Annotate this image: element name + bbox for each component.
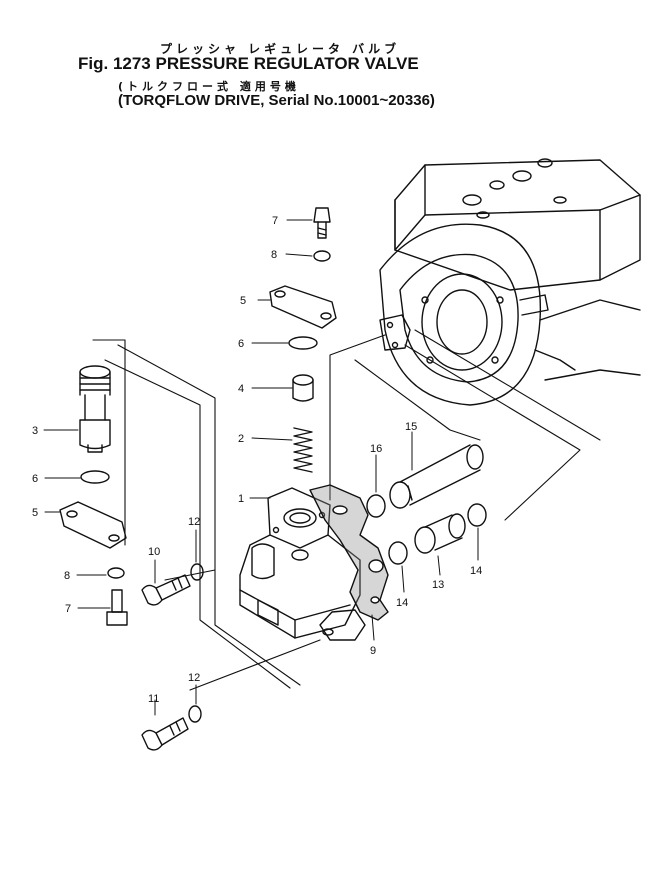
subtitle-kana: (トルクフロー式 適用号機 — [118, 80, 300, 93]
callout-leaders — [43, 219, 479, 716]
spring-2 — [293, 427, 313, 473]
callout-9: 9 — [370, 645, 376, 657]
cover-5-top — [269, 285, 337, 329]
callout-10: 10 — [148, 546, 160, 558]
callout-8-top: 8 — [271, 249, 277, 261]
bolt-7-top — [313, 207, 331, 239]
callout-7-left: 7 — [65, 603, 71, 615]
callout-11: 11 — [148, 693, 159, 705]
callout-3: 3 — [32, 425, 38, 437]
transmission-housing — [379, 158, 641, 406]
figure-title: Fig. 1273 PRESSURE REGULATOR VALVE — [78, 54, 419, 73]
pipe-15 — [389, 444, 484, 509]
washer-12-lower — [188, 705, 202, 723]
valve-body-1 — [239, 487, 366, 641]
bolt-10 — [141, 574, 191, 606]
callout-12-lower: 12 — [188, 672, 200, 684]
callout-numbers: 7 8 5 6 4 2 1 3 6 5 8 7 10 12 12 11 16 1… — [32, 215, 482, 705]
washer-8-top — [313, 250, 331, 262]
bolt-7-left — [106, 589, 128, 626]
cover-5-left — [59, 501, 127, 549]
o-ring-14-left — [388, 541, 408, 565]
callout-2: 2 — [238, 433, 244, 445]
callout-14-right: 14 — [470, 565, 482, 577]
callout-5-top: 5 — [240, 295, 246, 307]
washer-12-upper — [190, 563, 204, 581]
callout-8-left: 8 — [64, 570, 70, 582]
callout-1: 1 — [238, 493, 244, 505]
callout-12-upper: 12 — [188, 516, 200, 528]
callout-5-left: 5 — [32, 507, 38, 519]
bolt-11 — [141, 717, 189, 751]
valve-plug-3 — [79, 365, 111, 453]
callout-6-top: 6 — [238, 338, 244, 350]
o-ring-14-right — [467, 503, 487, 527]
o-ring-6-left — [80, 470, 110, 484]
o-ring-16 — [366, 494, 386, 518]
o-ring-6-top — [288, 336, 318, 350]
gasket-9 — [309, 484, 389, 621]
callout-6-left: 6 — [32, 473, 38, 485]
pipe-13 — [414, 513, 466, 554]
callout-14-left: 14 — [396, 597, 408, 609]
leader-lines — [92, 329, 601, 691]
callout-15: 15 — [405, 421, 417, 433]
washer-8-left — [107, 567, 125, 579]
title-kana: プレッシャ レギュレータ バルブ — [160, 42, 401, 56]
callout-16: 16 — [370, 443, 382, 455]
callout-7-top: 7 — [272, 215, 278, 227]
spool-4 — [292, 374, 314, 402]
callout-13: 13 — [432, 579, 444, 591]
callout-4: 4 — [238, 383, 244, 395]
figure-subtitle: (TORQFLOW DRIVE, Serial No.10001~20336) — [118, 92, 435, 109]
